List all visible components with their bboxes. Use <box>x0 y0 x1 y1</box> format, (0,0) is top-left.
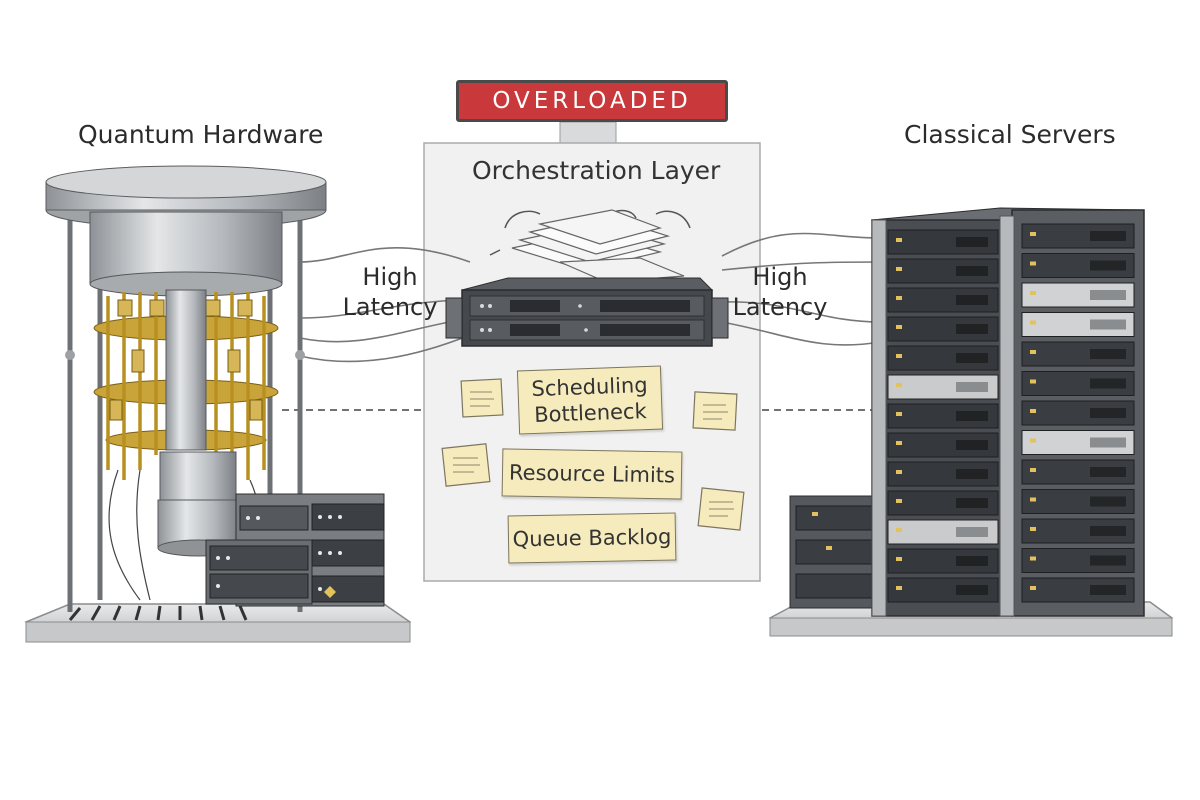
server-unit <box>887 577 999 603</box>
orchestration-server-icon <box>445 277 729 347</box>
latency-flow-left <box>299 247 471 363</box>
latency-label-left: High Latency <box>340 262 440 322</box>
paper-stack-icon <box>511 209 685 283</box>
latency-flow-right <box>721 232 881 346</box>
scheduling-bottleneck-note: Scheduling Bottleneck <box>516 365 664 435</box>
scheduling-line2: Bottleneck <box>533 399 648 427</box>
resource-limits-note: Resource Limits <box>501 448 683 500</box>
dilution-refrigerator-icon <box>24 165 412 643</box>
status-badge: OVERLOADED <box>456 80 728 122</box>
server-unit-icon <box>205 493 385 607</box>
server-unit <box>887 258 999 284</box>
queue-backlog-note: Queue Backlog <box>507 512 677 564</box>
server-rack-icon <box>768 207 1174 637</box>
latency-left-line2: Latency <box>342 293 438 321</box>
latency-left-line1: High <box>362 263 418 291</box>
latency-label-right: High Latency <box>730 262 830 322</box>
orchestration-layer-title: Orchestration Layer <box>472 156 721 185</box>
latency-right-line1: High <box>752 263 808 291</box>
classical-servers-title: Classical Servers <box>904 120 1116 149</box>
quantum-hardware-title: Quantum Hardware <box>78 120 324 149</box>
latency-right-line2: Latency <box>732 293 828 321</box>
scheduling-line1: Scheduling <box>531 372 648 402</box>
sticky-note-lines <box>453 391 734 517</box>
server-unit <box>1021 223 1135 249</box>
